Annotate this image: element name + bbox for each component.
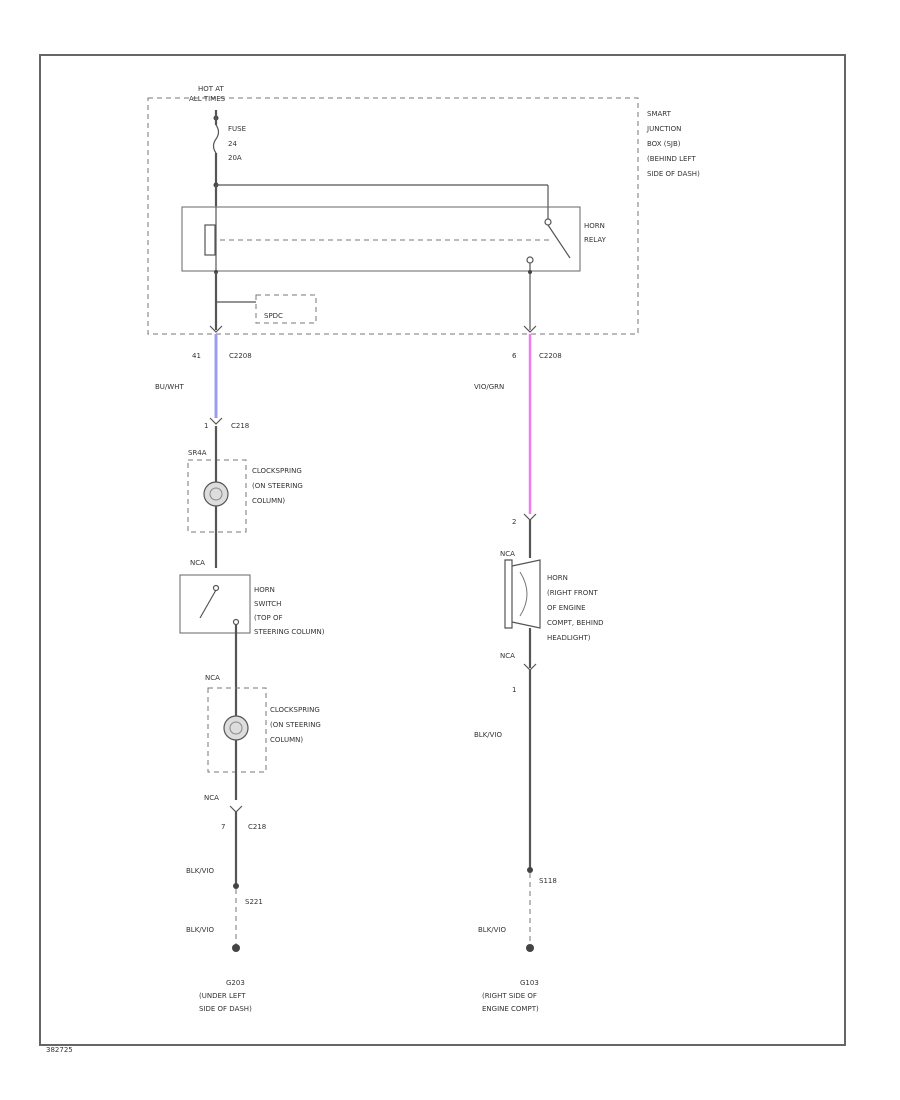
horn-label-1: HORN: [547, 574, 568, 582]
horn-pin-2-label: 2: [512, 518, 516, 526]
ground-g203-symbol: [232, 944, 240, 952]
c218-top-connector: [209, 417, 223, 425]
splice-s118: [527, 867, 533, 873]
c218-lower-connector-symbol: [229, 805, 243, 813]
horn-switch-connector: NCA: [190, 559, 205, 567]
relay-coil-symbol: [204, 224, 216, 256]
ground-g103-symbol: [526, 944, 534, 952]
ground-g103-label: G103: [520, 979, 539, 987]
c218-top-pin: 1: [204, 422, 208, 430]
c2208-left-pin: 41: [192, 352, 201, 360]
sjb-label-line-2: JUNCTION: [646, 125, 681, 133]
horn-housing: [504, 559, 513, 629]
horn-switch-contact-bottom: [232, 618, 240, 626]
fuse-rating: 20A: [228, 154, 242, 162]
blk-vio-wire-right-2-color: BLK/VIO: [478, 926, 507, 934]
relay-contact-arm: [547, 224, 571, 259]
c218-lower-label: C218: [248, 823, 266, 831]
hot-at-label: HOT AT: [198, 85, 225, 93]
clockspring-2-label-3: COLUMN): [270, 736, 303, 744]
clockspring-1-label-3: COLUMN): [252, 497, 285, 505]
sjb-label-line-4: (BEHIND LEFT: [647, 155, 696, 163]
horn-switch-arm: [199, 589, 217, 619]
c218-top-label: C218: [231, 422, 249, 430]
horn-label-2: (RIGHT FRONT: [547, 589, 598, 597]
blk-vio-wire-right-1-color: BLK/VIO: [474, 731, 503, 739]
diagram-frame: [39, 54, 846, 1046]
horn-bell: [511, 559, 541, 629]
c2208-left-label: C2208: [229, 352, 252, 360]
relay-contact-fixed: [544, 218, 552, 226]
sjb-outline: [147, 97, 639, 335]
c218-lower-connector: NCA: [204, 794, 219, 802]
vio-grn-wire-color: VIO/GRN: [474, 383, 504, 391]
hot-at-sub-label: ALL TIMES: [189, 95, 226, 103]
clockspring-2-symbol: [223, 715, 249, 741]
fuse-name: FUSE: [228, 125, 246, 133]
horn-pin-2-connector: [523, 513, 537, 521]
relay-contact-pivot: [526, 256, 534, 264]
splice-s118-label: S118: [539, 877, 557, 885]
ground-g203-label: G203: [226, 979, 245, 987]
horn-switch-box: [179, 574, 251, 634]
horn-relay-box: [181, 206, 581, 272]
sjb-label-line-5: SIDE OF DASH): [647, 170, 700, 178]
fuse-symbol: [212, 124, 220, 154]
sjb-label-line-1: SMART: [647, 110, 672, 118]
ground-g103-location-2: ENGINE COMPT): [482, 1005, 539, 1013]
clockspring-2-label-2: (ON STEERING: [270, 721, 321, 729]
spdc-label: SPDC: [264, 312, 283, 320]
ground-g203-location-1: (UNDER LEFT: [199, 992, 246, 1000]
c2208-left-connector: [209, 325, 223, 333]
blk-vio-wire-left-1-color: BLK/VIO: [186, 867, 215, 875]
horn-switch-contact-top: [212, 584, 220, 592]
clockspring-1-inner: [209, 487, 223, 501]
c2208-right-pin: 6: [512, 352, 517, 360]
spdc-box: [255, 294, 317, 324]
blk-vio-wire-left-2-color: BLK/VIO: [186, 926, 215, 934]
splice-s221: [233, 883, 239, 889]
horn-connector: NCA: [500, 550, 515, 558]
diagram-id: 382725: [46, 1046, 73, 1054]
clockspring-1-symbol: [203, 481, 229, 507]
clockspring-1-label-1: CLOCKSPRING: [252, 467, 302, 475]
sjb-label-line-3: BOX (SJB): [647, 140, 681, 148]
horn-switch-label-2: SWITCH: [254, 600, 281, 608]
horn-relay-label-2: RELAY: [584, 236, 607, 244]
horn-label-3: OF ENGINE: [547, 604, 586, 612]
clockspring-2-inner: [229, 721, 243, 735]
clockspring-1-label-2: (ON STEERING: [252, 482, 303, 490]
horn-switch-label-4: STEERING COLUMN): [254, 628, 325, 636]
horn-relay-label-1: HORN: [584, 222, 605, 230]
horn-pin-1-label: 1: [512, 686, 516, 694]
c218-lower-pin: 7: [221, 823, 225, 831]
clockspring-2-label-1: CLOCKSPRING: [270, 706, 320, 714]
horn-diaphragm: [519, 571, 528, 617]
horn-label-4: COMPT, BEHIND: [547, 619, 604, 627]
bu-wht-wire-color: BU/WHT: [155, 383, 184, 391]
ground-g203-location-2: SIDE OF DASH): [199, 1005, 252, 1013]
relay-terminal-right: [528, 270, 532, 274]
clockspring-2-connector: NCA: [205, 674, 220, 682]
horn-switch-label-1: HORN: [254, 586, 275, 594]
horn-label-5: HEADLIGHT): [547, 634, 591, 642]
fuse-number: 24: [228, 140, 237, 148]
c2208-right-connector: [523, 325, 537, 333]
clockspring-1-connector: SR4A: [188, 449, 207, 457]
c2208-right-label: C2208: [539, 352, 562, 360]
horn-switch-label-3: (TOP OF: [254, 614, 283, 622]
splice-s221-label: S221: [245, 898, 263, 906]
ground-g103-location-1: (RIGHT SIDE OF: [482, 992, 537, 1000]
horn-lower-connector: NCA: [500, 652, 515, 660]
